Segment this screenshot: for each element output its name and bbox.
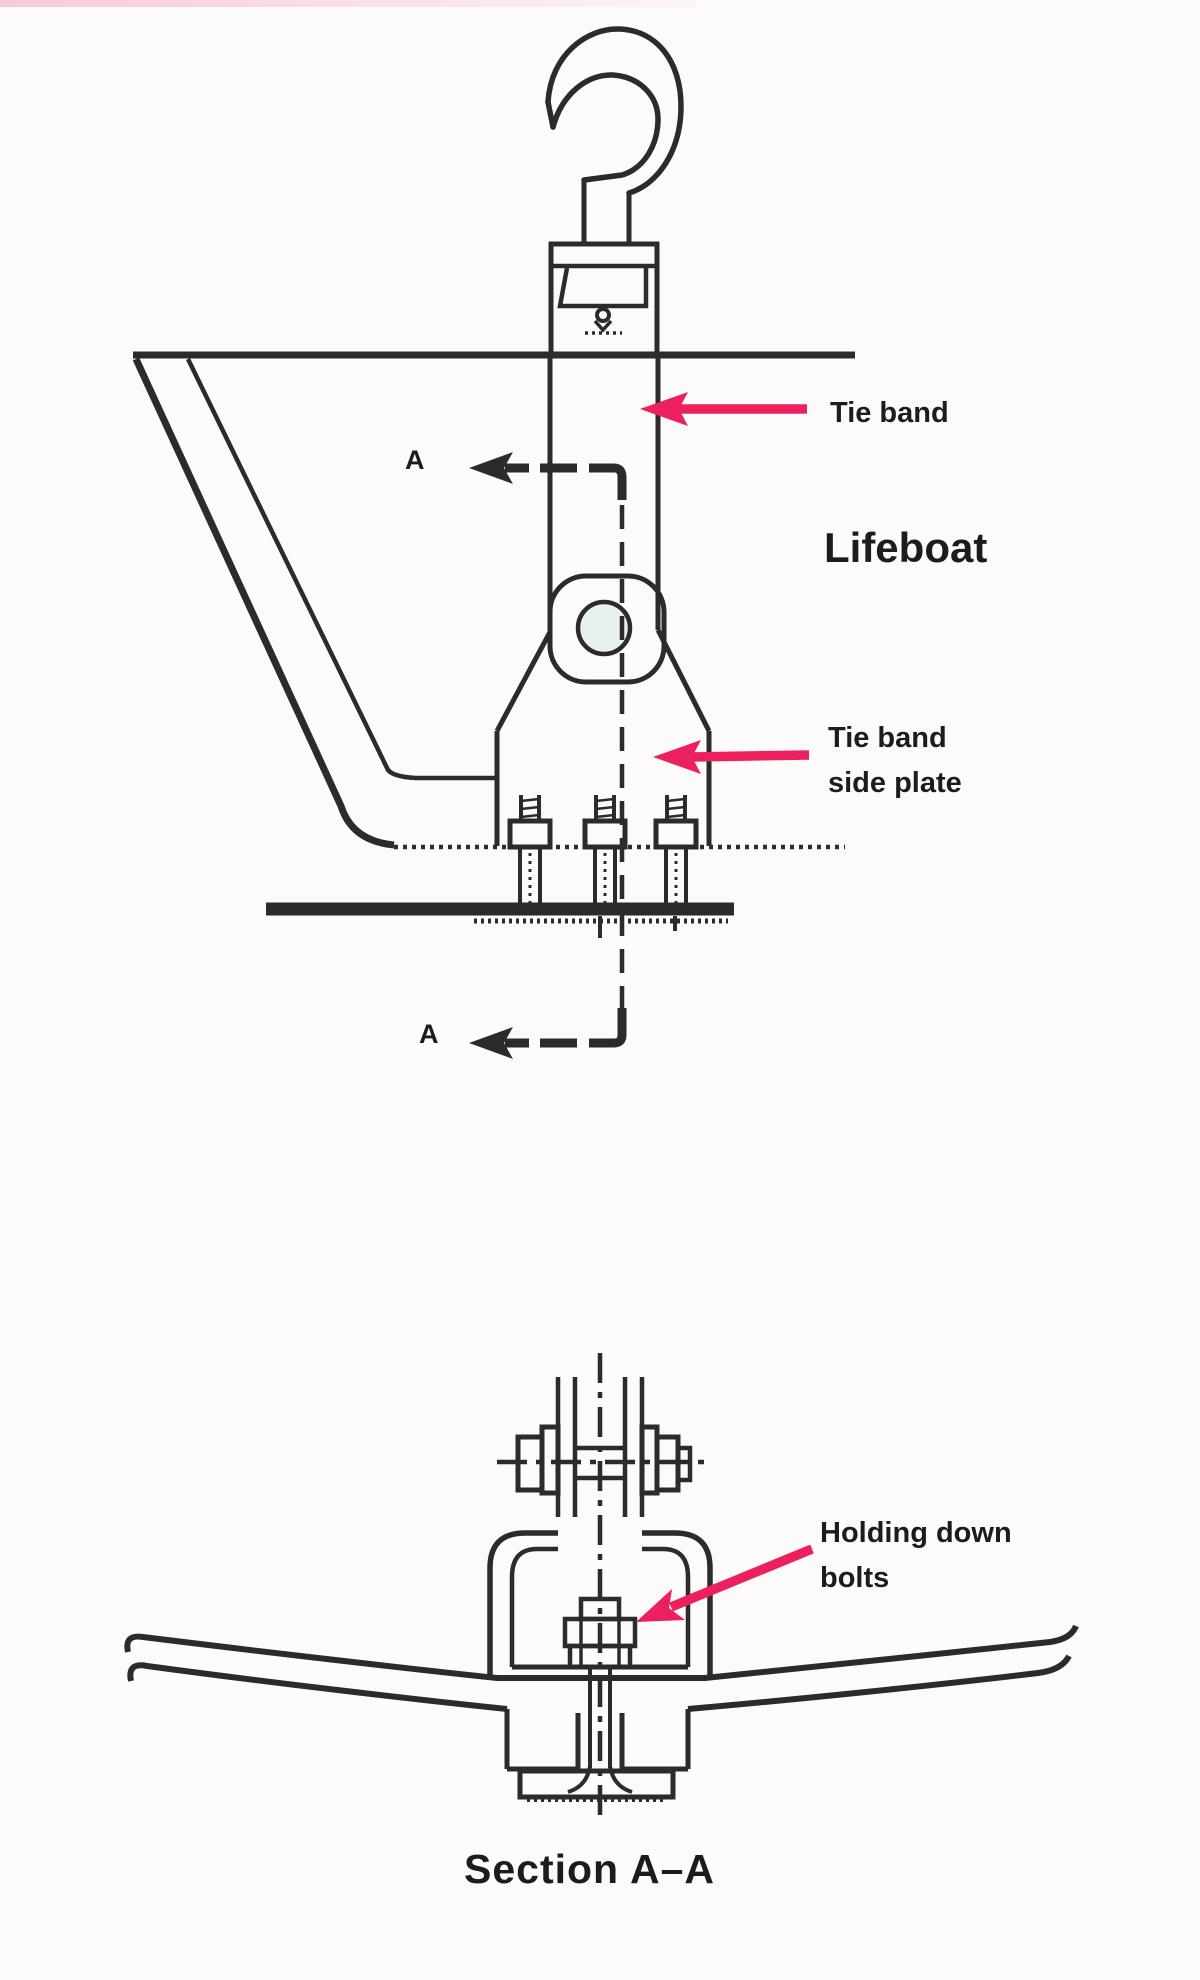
tie-band-strap (547, 352, 661, 632)
section-arrow-upper-icon (469, 452, 513, 484)
lifting-hook-icon (545, 26, 684, 246)
side-plate-label-line2: side plate (828, 767, 962, 799)
holding-bolt-middle (582, 795, 628, 907)
holding-bolts-callout-arrow-icon (636, 1544, 814, 1622)
holding-bolts-label-line2: bolts (820, 1562, 890, 1594)
side-plate-callout-arrow-icon (653, 740, 810, 774)
holding-bolts-label-line1: Holding down (820, 1517, 1012, 1549)
keel-washer-nut (517, 1765, 676, 1802)
holding-bolt-right (653, 795, 699, 907)
section-aa-figure (124, 1353, 1079, 1816)
lifeboat-label: Lifeboat (824, 524, 988, 571)
section-marker-lower: A (419, 1019, 439, 1049)
tie-band-side-plate-shape (494, 628, 712, 846)
section-aa-caption: Section A–A (464, 1846, 715, 1892)
holding-down-bolt-section (562, 1596, 638, 1670)
keel-band (266, 902, 734, 938)
tie-band-label: Tie band (830, 397, 949, 429)
tie-band-callout-arrow-icon (640, 392, 807, 426)
side-plate-label-line1: Tie band (828, 722, 947, 754)
centerline (497, 1353, 707, 1816)
pivot-bolt-section (515, 1424, 693, 1496)
section-marker-upper: A (405, 445, 425, 475)
holding-bolts-label: Holding down bolts (820, 1511, 1012, 1601)
shackle-block (548, 241, 660, 354)
keel-blocks-section (504, 1669, 691, 1772)
side-plate-label: Tie band side plate (828, 716, 962, 806)
section-cut-line (469, 452, 627, 1059)
top-figure (132, 26, 855, 1059)
side-plate-dome-section (487, 1530, 713, 1679)
pivot-assembly (547, 573, 667, 685)
holding-bolt-left (507, 795, 553, 907)
lifeboat-hull-outline (132, 357, 845, 850)
section-arrow-lower-icon (469, 1027, 513, 1059)
hull-plating-section (124, 1624, 1079, 1712)
scan-artifact (0, 0, 696, 7)
